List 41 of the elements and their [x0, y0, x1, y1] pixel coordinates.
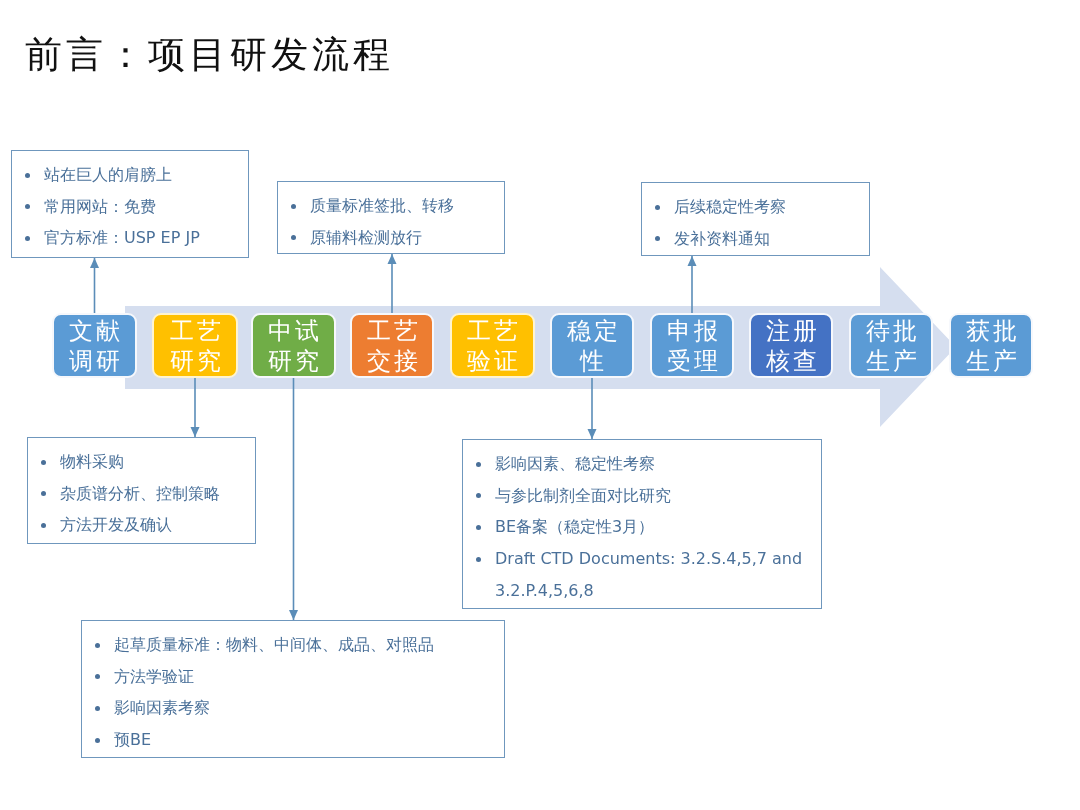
note-box [277, 181, 505, 254]
bullet-text: 物料采购 [60, 451, 125, 473]
arrow [190, 377, 200, 438]
note-box [11, 150, 249, 258]
arrow [289, 377, 298, 621]
arrow [90, 257, 99, 314]
stage-box: 申报受理 [650, 313, 734, 378]
stage-box: 工艺交接 [350, 313, 434, 378]
arrow [687, 255, 697, 314]
stage-box: 稳定性 [550, 313, 634, 378]
bullet-text: 与参比制剂全面对比研究 [495, 484, 672, 507]
stage-box: 注册核查 [749, 313, 833, 378]
bullet-text: 杂质谱分析、控制策略 [60, 482, 221, 505]
bullet-text: 起草质量标准：物料、中间体、成品、对照品 [114, 634, 435, 656]
stage-box: 待批生产 [849, 313, 933, 378]
stage-box: 获批生产 [949, 313, 1033, 378]
bullet-text: 常用网站：免费 [44, 195, 157, 218]
bullet-text: 质量标准签批、转移 [310, 195, 455, 217]
note-box [27, 437, 256, 544]
bullet-text: 方法学验证 [114, 665, 195, 688]
bullet-text: 影响因素考察 [114, 697, 211, 720]
arrow [587, 377, 597, 440]
arrow [387, 253, 397, 314]
note-box [462, 439, 822, 609]
bullet-text: 发补资料通知 [674, 227, 771, 250]
stage-box: 工艺研究 [152, 313, 238, 378]
bullet-text: Draft CTD Documents: 3.2.S.4,5,7 and 3.2.P.4,5,6,8 [495, 548, 804, 602]
bullet-text: 原辅料检测放行 [310, 226, 423, 249]
bullet-text: BE备案（稳定性3月） [495, 516, 656, 539]
page-title: 前言：项目研发流程 [25, 32, 394, 78]
note-box [81, 620, 505, 758]
bullet-text: 预BE [114, 729, 153, 752]
stage-box: 文献调研 [52, 313, 137, 378]
bullet-text: 官方标准：USP EP JP [44, 227, 201, 250]
note-box [641, 182, 870, 256]
stage-box: 工艺验证 [450, 313, 535, 378]
bullet-text: 后续稳定性考察 [674, 196, 787, 218]
bullet-text: 影响因素、稳定性考察 [495, 453, 656, 475]
bullet-text: 站在巨人的肩膀上 [44, 164, 173, 186]
stage-box: 中试研究 [251, 313, 336, 378]
bullet-text: 方法开发及确认 [60, 514, 173, 537]
